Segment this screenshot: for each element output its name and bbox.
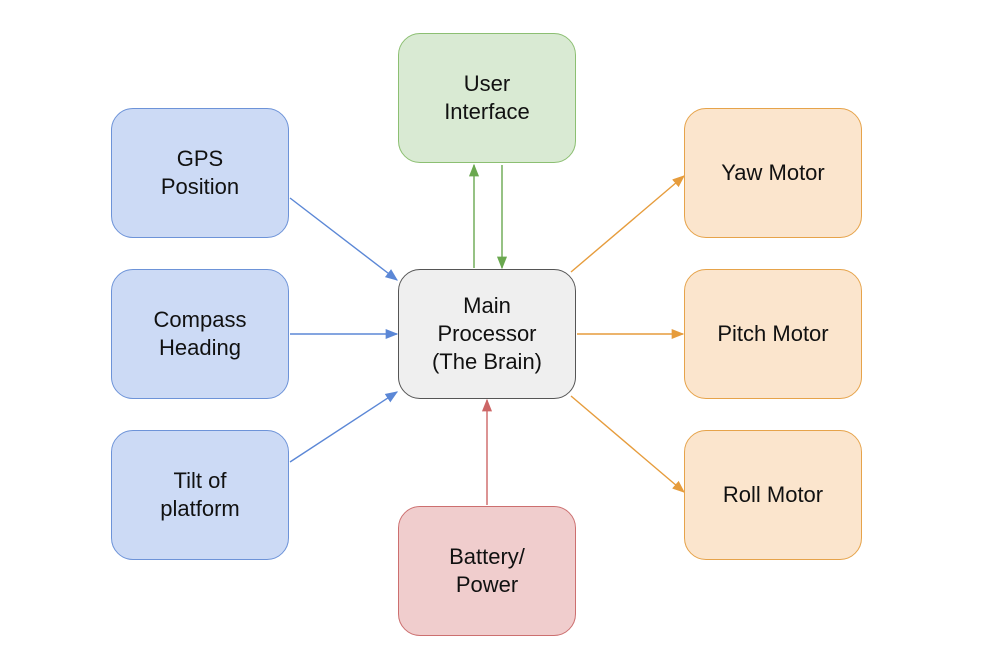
node-label: Main Processor (The Brain) [431,293,543,374]
edge-gps-to-main [289,197,399,281]
node-yaw-motor: Yaw Motor [684,108,862,238]
node-label: User Interface [444,71,530,124]
node-pitch-motor: Pitch Motor [684,269,862,399]
node-label: Compass Heading [153,307,247,360]
node-label: Pitch Motor [717,321,829,346]
node-tilt-of-platform: Tilt of platform [111,430,289,560]
node-battery-power: Battery/ Power [398,506,576,636]
node-user-interface: User Interface [398,33,576,163]
node-roll-motor: Roll Motor [684,430,862,560]
edge-tilt-to-main [289,391,399,463]
node-compass-heading: Compass Heading [111,269,289,399]
node-label: GPS Position [160,146,240,199]
node-label: Tilt of platform [160,468,240,521]
edge-main-to-roll [570,395,685,493]
node-main-processor: Main Processor (The Brain) [398,269,576,399]
edge-main-to-yaw [570,175,685,273]
node-label: Yaw Motor [721,160,825,185]
node-label: Battery/ Power [449,544,525,597]
node-gps-position: GPS Position [111,108,289,238]
node-label: Roll Motor [722,482,824,507]
